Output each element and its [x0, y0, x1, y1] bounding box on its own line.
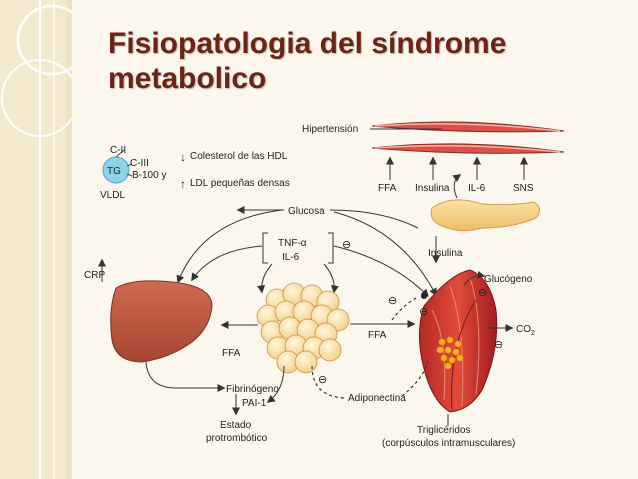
inhibit-icon-co2: ⊖ [494, 339, 503, 351]
hdl-label: Colesterol de las HDL [190, 151, 288, 162]
vessel-factor-sns: SNS [513, 183, 534, 194]
vessel-factor-insulina: Insulina [415, 183, 450, 194]
il6-label: IL-6 [282, 252, 300, 263]
glycogen-label: Glucógeno [484, 274, 533, 285]
triglyceride-droplet [448, 356, 456, 364]
ffa-liver-label: FFA [222, 348, 241, 359]
apo-b100-label: B-100 y [132, 170, 166, 181]
slide-title-line-1: Fisiopatologia del síndrome [108, 27, 507, 60]
triglyceride-droplet [444, 362, 452, 370]
down-arrow-icon: ↓ [180, 150, 186, 164]
triglyceride-droplet [444, 346, 452, 354]
triglyceride-droplet [454, 340, 462, 348]
inhibit-icon: ⊖ [342, 239, 351, 251]
up-arrow-icon: ↑ [180, 177, 186, 191]
triglycerides-line-1: Triglicéridos [417, 425, 471, 436]
triglyceride-droplet [452, 348, 460, 356]
pai1-label: PAI-1 [242, 398, 267, 409]
prothrombotic-line-2: protrombótico [206, 433, 268, 444]
hypertension-label: Hipertensión [302, 124, 358, 135]
slide-title: Fisiopatologia del síndrome metabolico [108, 26, 628, 96]
slide-title-line-2: metabolico [108, 62, 267, 95]
triglyceride-droplets [436, 336, 464, 370]
cytokines-box: TNF-α IL-6 [262, 232, 334, 264]
triglyceride-droplet [440, 354, 448, 362]
inhibit-icon-muscle: ⊖ [478, 287, 487, 299]
co2-label: CO2 [516, 324, 535, 337]
decorative-border [0, 0, 72, 479]
triglycerides-line-2: (corpúsculos intramusculares) [382, 438, 515, 449]
vessel-factor-ffa: FFA [378, 183, 397, 194]
fibrinogen-label: Fibrinógeno [226, 384, 279, 395]
vldl-particle: C-II C-III B-100 y TG VLDL [100, 145, 166, 201]
inhibit-icon-adiponectin: ⊖ [318, 374, 327, 386]
apo-c3-label: C-III [130, 158, 149, 169]
inhibit-icon-ffa: ⊖ [388, 295, 397, 307]
fat-cell [294, 350, 318, 374]
vldl-label: VLDL [100, 190, 125, 201]
blood-vessels: Hipertensión [302, 121, 565, 154]
pancreas-shape [430, 199, 540, 232]
lipid-changes: ↓ Colesterol de las HDL ↑ LDL pequeñas d… [180, 150, 290, 191]
metabolic-syndrome-diagram: C-II C-III B-100 y TG VLDL ↓ Colesterol … [84, 121, 565, 449]
triglyceride-droplet [436, 346, 444, 354]
triglyceride-droplet [456, 354, 464, 362]
triglyceride-droplet [438, 338, 446, 346]
prothrombotic-line-1: Estado [220, 420, 252, 431]
insulin-label: Insulina [428, 248, 463, 259]
crp-label: CRP [84, 270, 105, 281]
adipose-tissue [256, 282, 350, 374]
tnf-alpha-label: TNF-α [278, 238, 307, 249]
fat-cell [318, 338, 342, 362]
vessel-factors: FFA Insulina IL-6 SNS [378, 156, 534, 194]
ffa-muscle-label: FFA [368, 330, 387, 341]
vessel-factor-il6: IL-6 [468, 183, 486, 194]
glucose-label: Glucosa [288, 206, 325, 217]
liver-shape [110, 280, 213, 363]
adiponectin-label: Adiponectina [348, 393, 406, 404]
triglyceride-droplet [446, 336, 454, 344]
ldl-label: LDL pequeñas densas [190, 178, 290, 189]
apo-c2-label: C-II [110, 145, 126, 156]
inhibit-icon-pancreas: ⊖ [419, 306, 428, 318]
tg-label: TG [107, 166, 121, 177]
